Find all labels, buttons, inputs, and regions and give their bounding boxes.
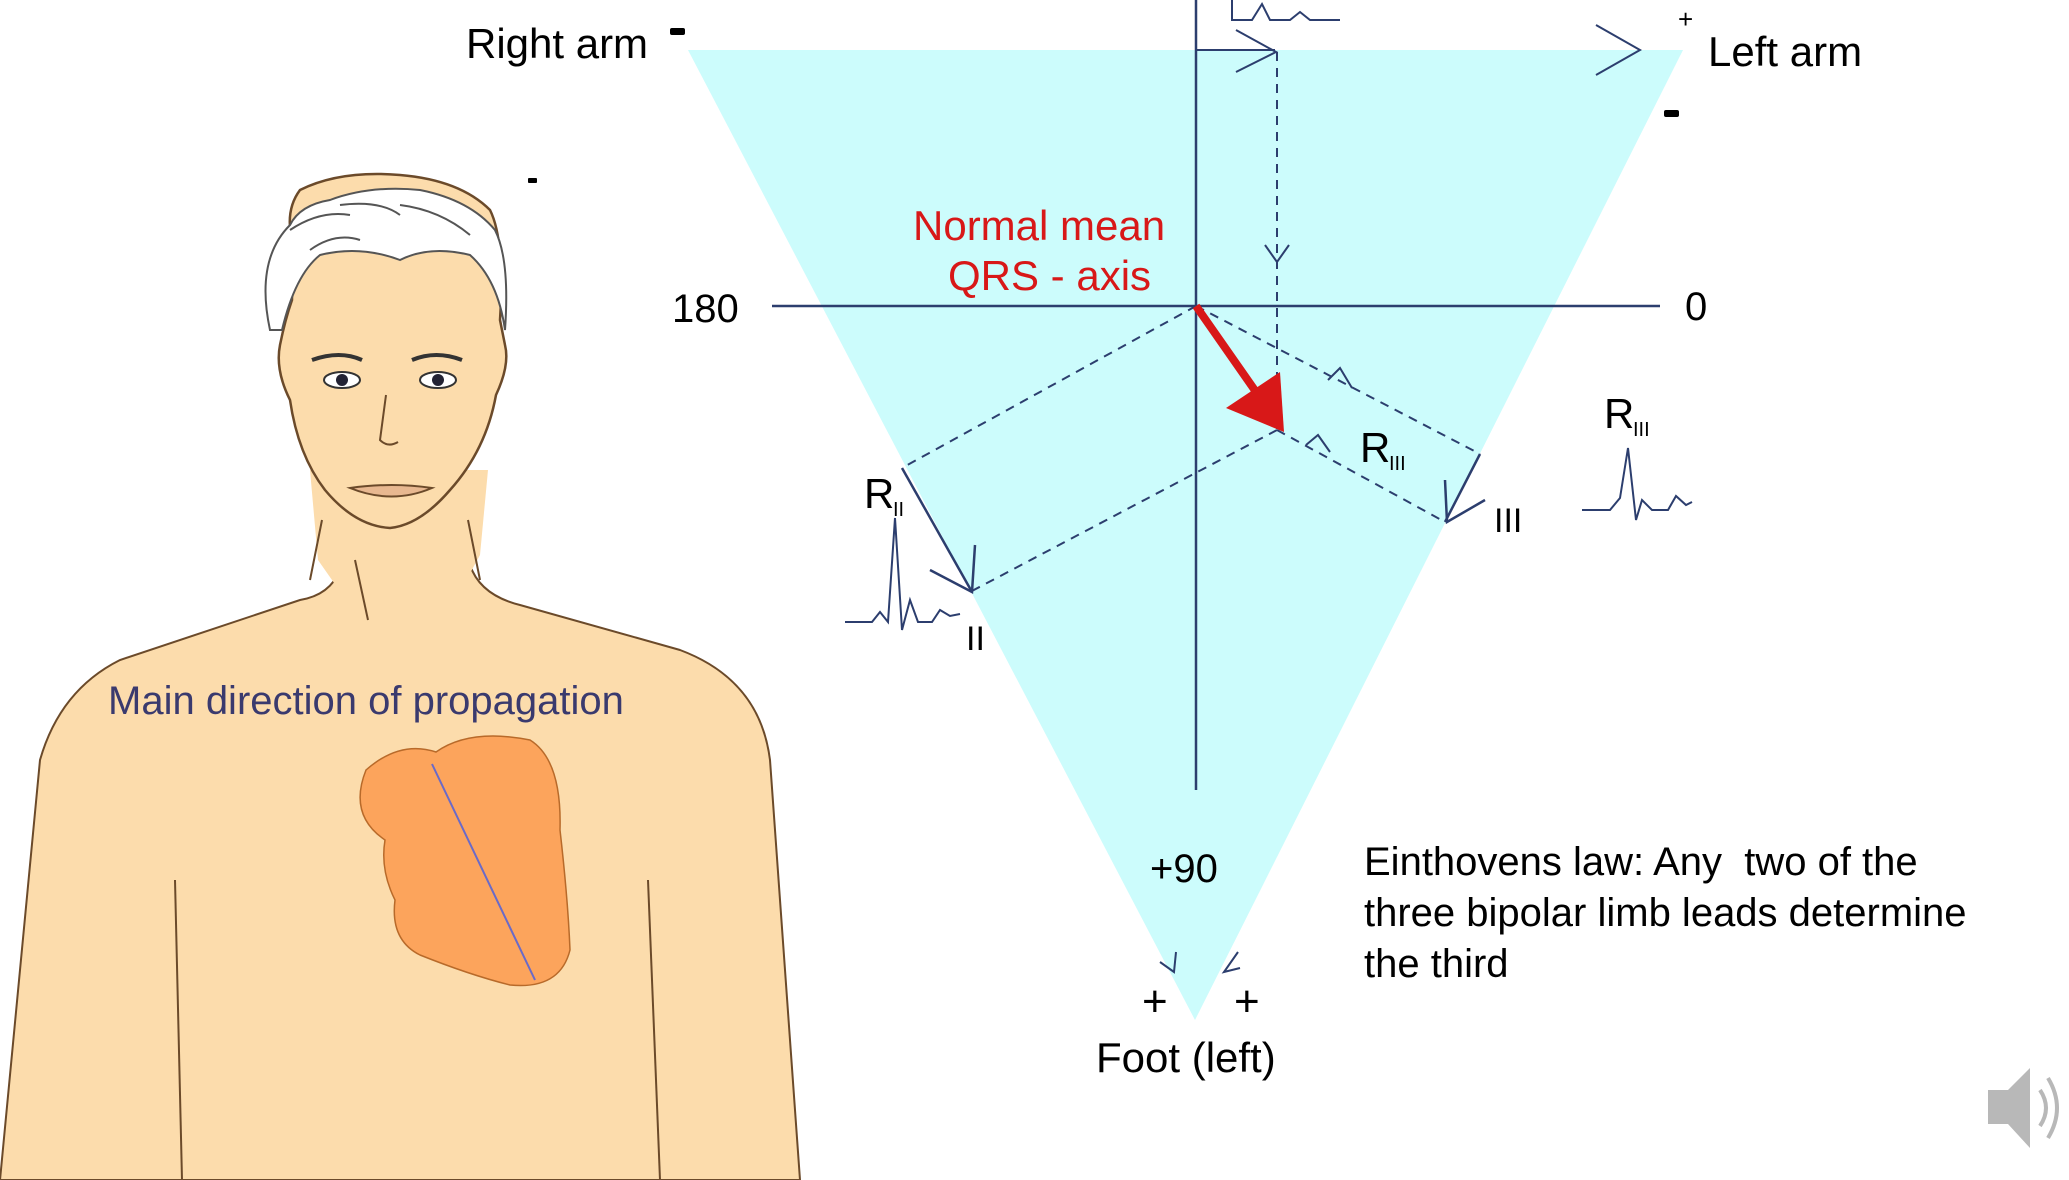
r-iii-subscript-inner: III	[1389, 453, 1406, 475]
speaker-icon[interactable]	[1988, 1068, 2057, 1148]
right-arm-label: Right arm	[466, 20, 648, 67]
angle-0-label: 0	[1685, 285, 1707, 329]
foot-plus-right: +	[1234, 977, 1260, 1026]
qrs-axis-title-line1: Normal mean	[913, 202, 1165, 249]
r-ii-subscript: II	[893, 499, 904, 521]
foot-plus-left: +	[1142, 977, 1168, 1026]
ecg-trace-iii	[1582, 448, 1692, 520]
r-ii-label: R II	[864, 470, 904, 521]
foot-label: Foot (left)	[1096, 1034, 1276, 1081]
angle-180-label: 180	[672, 287, 739, 331]
left-arm-plus: +	[1678, 4, 1693, 34]
lead-iii-label: III	[1494, 502, 1522, 540]
angle-plus90-label: +90	[1150, 847, 1218, 891]
r-iii-subscript-outer: III	[1633, 419, 1650, 441]
einthoven-law-line1: Einthovens law: Any two of the	[1364, 840, 1918, 884]
r-iii-label-outer: R III	[1604, 390, 1650, 441]
r-iii-letter-outer: R	[1604, 390, 1634, 437]
propagation-label: Main direction of propagation	[108, 679, 624, 723]
qrs-axis-title-line2: QRS - axis	[948, 252, 1151, 299]
lead-ii-label: II	[966, 620, 985, 658]
r-ii-letter: R	[864, 470, 894, 517]
left-arm-label: Left arm	[1708, 28, 1862, 75]
einthoven-law-line3: the third	[1364, 942, 1509, 986]
r-iii-letter-inner: R	[1360, 424, 1390, 471]
einthoven-law-line2: three bipolar limb leads determine	[1364, 891, 1967, 935]
